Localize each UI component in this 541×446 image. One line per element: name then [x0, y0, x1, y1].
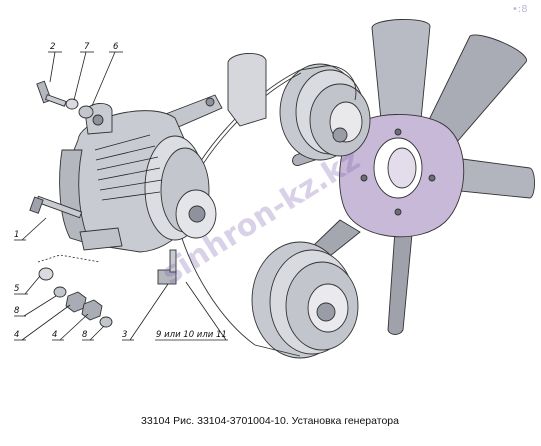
callout-5: 5	[14, 284, 19, 294]
callout-8-right: 8	[82, 330, 88, 340]
callout-6: 6	[113, 42, 119, 52]
callouts: 2 7 6 1 5 8 4 4 8 3 9 или 10 или 11	[14, 42, 228, 341]
fan-hub-bolt	[394, 128, 402, 136]
corner-mark: •:8	[512, 4, 528, 15]
callout-7: 7	[84, 42, 90, 52]
pump-pulley	[279, 63, 371, 161]
fan-blade-bottom	[387, 229, 413, 335]
bolt-3	[157, 269, 177, 285]
washer-6	[78, 105, 94, 119]
figure-caption: 33104 Рис. 33104-3701004-10. Установка г…	[141, 415, 399, 427]
washer-8-right	[99, 316, 113, 328]
fan-hub-bolt	[394, 208, 402, 216]
crankshaft-pulley-nut	[316, 302, 336, 322]
fan-hub-bolt	[428, 174, 436, 182]
callout-4-right: 4	[52, 330, 57, 340]
washer-5	[38, 267, 54, 281]
washer-8-left	[53, 286, 67, 298]
callout-3: 3	[122, 330, 127, 340]
fan-blade-top-right	[424, 34, 527, 151]
callout-1: 1	[14, 230, 19, 240]
callout-4-left: 4	[14, 330, 19, 340]
fan-blade-right	[449, 157, 535, 199]
fan-blade-top	[371, 18, 431, 131]
callout-9-10-11: 9 или 10 или 11	[156, 330, 227, 340]
washer-7	[65, 98, 79, 110]
callout-2: 2	[50, 42, 55, 52]
crankshaft-pulley	[251, 241, 359, 359]
pump-pulley-nut	[332, 127, 348, 143]
callout-8-left: 8	[14, 306, 20, 316]
fan-hub-bolt	[360, 174, 368, 182]
fasteners	[29, 80, 177, 328]
generator	[59, 103, 217, 253]
fan-hub-inner	[387, 147, 417, 189]
